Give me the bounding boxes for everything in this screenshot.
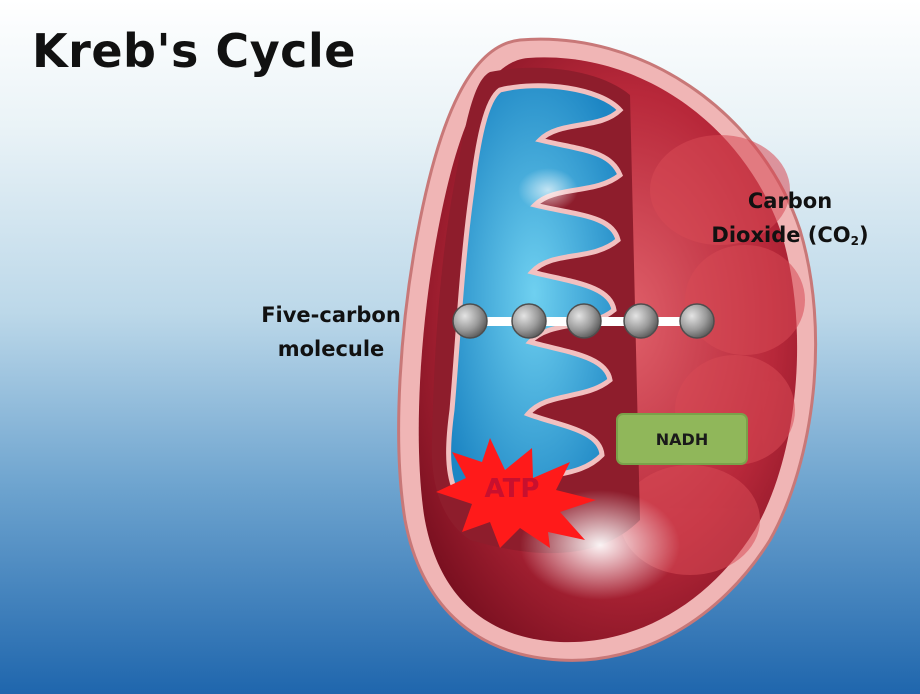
carbon-atom-5: [680, 304, 714, 338]
carbon-atom-4: [624, 304, 658, 338]
five-carbon-label: Five-carbon molecule: [246, 298, 416, 366]
carbon-dioxide-close: ): [859, 223, 869, 247]
nadh-box: NADH: [616, 413, 748, 465]
carbon-dioxide-label-line1: Carbon: [690, 184, 890, 218]
carbon-atom-2: [512, 304, 546, 338]
carbon-dioxide-label: Carbon Dioxide (CO2): [690, 184, 890, 258]
atp-label: ATP: [468, 474, 556, 504]
carbon-atom-1: [453, 304, 487, 338]
five-carbon-label-line2: molecule: [246, 332, 416, 366]
carbon-atom-3: [567, 304, 601, 338]
slide-title: Kreb's Cycle: [32, 24, 356, 78]
five-carbon-label-line1: Five-carbon: [246, 298, 416, 332]
carbon-dioxide-label-line2: Dioxide (CO2): [690, 218, 890, 258]
carbon-dioxide-text: Dioxide (CO: [711, 223, 850, 247]
carbon-dioxide-subscript: 2: [851, 234, 859, 248]
